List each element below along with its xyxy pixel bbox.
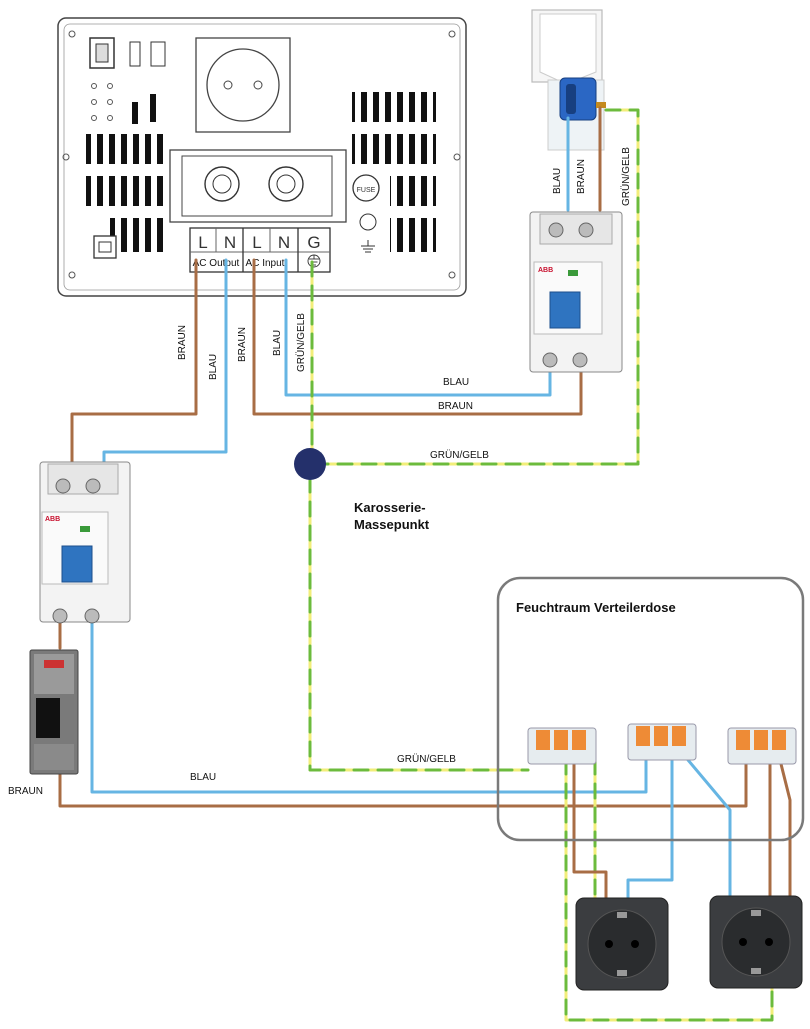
label-gruen-gelb: GRÜN/GELB <box>430 449 489 461</box>
ac-input-label: AC Input <box>246 258 285 269</box>
wire-braun <box>572 758 608 912</box>
wire-braun <box>70 258 198 472</box>
rcd-toggle-icon <box>61 545 93 583</box>
fuse-label: FUSE <box>357 187 376 194</box>
led-indicators-icon <box>91 83 113 121</box>
terminal-label-l-input: L <box>252 233 261 252</box>
rcd-brand-label: ABB <box>45 516 60 523</box>
label-braun: BRAUN <box>438 401 473 412</box>
rcd-brand-label: ABB <box>538 267 553 274</box>
cee-plug-icon <box>559 77 597 121</box>
circuit-breaker <box>29 649 79 775</box>
wago-connector <box>627 723 697 761</box>
label-braun: BRAUN <box>177 325 188 360</box>
vent-grille <box>352 134 436 164</box>
power-switch-icon <box>89 37 115 69</box>
vent-grille <box>86 134 166 164</box>
screw-icon <box>448 30 456 38</box>
wire-blau <box>284 258 552 397</box>
ground-screw-icon <box>359 213 377 231</box>
wire-blau <box>686 758 732 902</box>
label-gruen-gelb: GRÜN/GELB <box>620 147 632 206</box>
ground-symbol-icon <box>361 240 375 253</box>
wire-blau <box>90 614 648 794</box>
ground-point-label-line1: Karosserie- <box>354 500 426 515</box>
screw-icon <box>448 271 456 279</box>
cable-gland-icon <box>204 166 240 202</box>
wire-gruen-gelb <box>310 108 640 466</box>
screw-icon <box>68 271 76 279</box>
vent-slot-icon <box>150 94 156 122</box>
junction-box-outline <box>496 576 805 842</box>
usb-port-icon <box>150 41 166 67</box>
vent-grille <box>110 218 166 252</box>
terminal-label-l-output: L <box>198 233 207 252</box>
terminal-label-n-input: N <box>278 233 290 252</box>
label-blau: BLAU <box>208 354 219 380</box>
screw-icon <box>453 153 461 161</box>
label-blau: BLAU <box>552 168 563 194</box>
vent-grille <box>352 92 436 122</box>
wire-braun <box>778 758 792 902</box>
ground-point-label-line2: Massepunkt <box>354 517 430 532</box>
ac-outlet-icon <box>195 37 291 133</box>
wire-braun <box>58 758 748 808</box>
terminal-screw-icon <box>578 222 594 238</box>
breaker-toggle-icon <box>36 698 60 738</box>
label-blau: BLAU <box>190 772 216 783</box>
label-braun: BRAUN <box>8 786 43 797</box>
label-braun: BRAUN <box>576 159 587 194</box>
fuse-holder-icon: FUSE <box>352 174 380 202</box>
wires <box>58 106 792 1022</box>
screw-icon <box>62 153 70 161</box>
terminal-screw-icon <box>84 608 100 624</box>
terminal-screw-icon <box>548 222 564 238</box>
wire-labels: BRAUN BLAU GRÜN/GELB BLAU BRAUN GRÜN/GEL… <box>8 147 632 797</box>
terminal-screw-icon <box>85 478 101 494</box>
terminal-screw-icon <box>55 478 71 494</box>
label-braun: BRAUN <box>237 327 248 362</box>
label-blau: BLAU <box>272 330 283 356</box>
wire-gruen-gelb <box>564 758 774 1022</box>
port-icon <box>129 41 141 67</box>
rcd-lower: ABB <box>39 461 131 624</box>
terminal-screw-icon <box>572 352 588 368</box>
rcd-upper: ABB <box>529 211 623 373</box>
shore-power-inlet <box>531 9 606 151</box>
socket-outlet-icon <box>575 897 669 991</box>
terminal-label-ground: G <box>307 233 320 252</box>
label-gruen-gelb: GRÜN/GELB <box>295 313 307 372</box>
vent-grille <box>86 176 166 206</box>
rcd-toggle-icon <box>549 291 581 329</box>
label-blau: BLAU <box>443 377 469 388</box>
terminal-screw-icon <box>52 608 68 624</box>
wago-connector <box>527 727 597 765</box>
wire-blau <box>626 758 674 912</box>
vent-grille <box>390 218 436 252</box>
inverter-panel: FUSE L N L N G AC Output AC Input <box>57 17 467 297</box>
terminal-strip: L N L N G AC Output AC Input <box>189 227 331 273</box>
wire-braun <box>252 258 583 416</box>
screw-icon <box>68 30 76 38</box>
socket-outlet-icon <box>709 895 803 989</box>
wire-gruen-gelb <box>308 476 530 772</box>
rj-port-icon <box>93 235 117 259</box>
ground-point-icon <box>294 448 326 480</box>
vent-grille <box>390 176 436 206</box>
vent-slot-icon <box>132 102 138 124</box>
terminal-screw-icon <box>542 352 558 368</box>
wago-connector <box>727 727 797 765</box>
label-gruen-gelb: GRÜN/GELB <box>397 753 456 765</box>
ac-output-label: AC Output <box>193 258 240 269</box>
junction-box-title: Feuchtraum Verteilerdose <box>516 600 676 615</box>
wire-blau <box>102 258 228 472</box>
terminal-label-n-output: N <box>224 233 236 252</box>
terminal-block-housing <box>169 149 347 223</box>
cable-gland-icon <box>268 166 304 202</box>
